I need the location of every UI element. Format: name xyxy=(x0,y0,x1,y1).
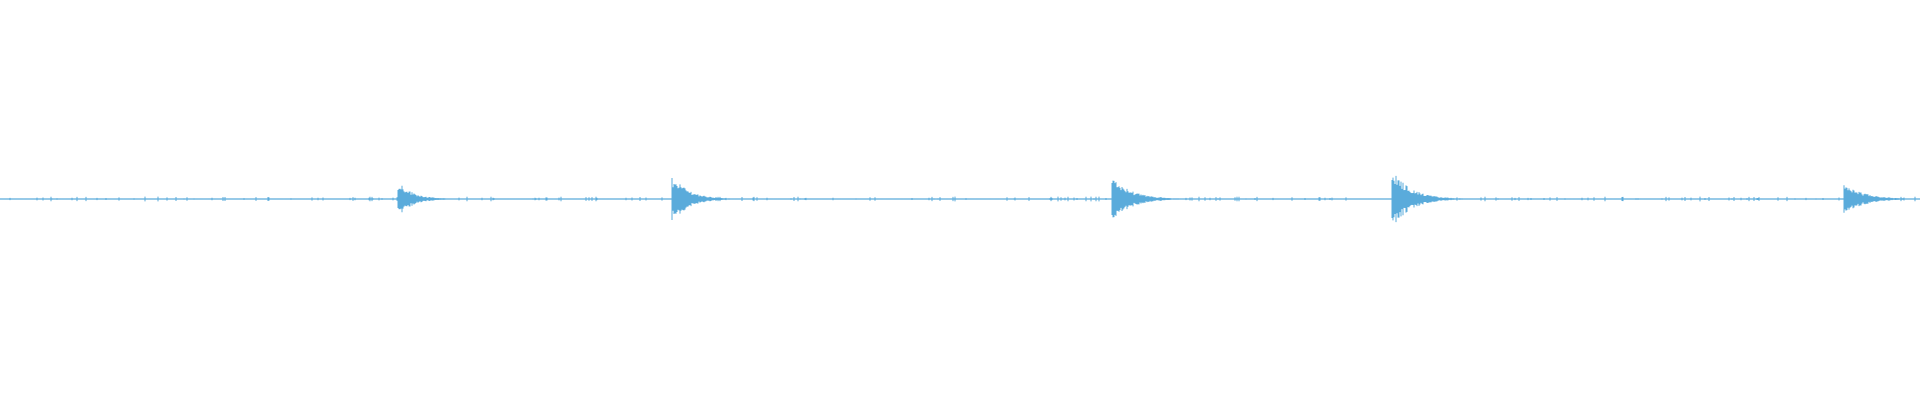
waveform-trace xyxy=(0,175,1920,223)
